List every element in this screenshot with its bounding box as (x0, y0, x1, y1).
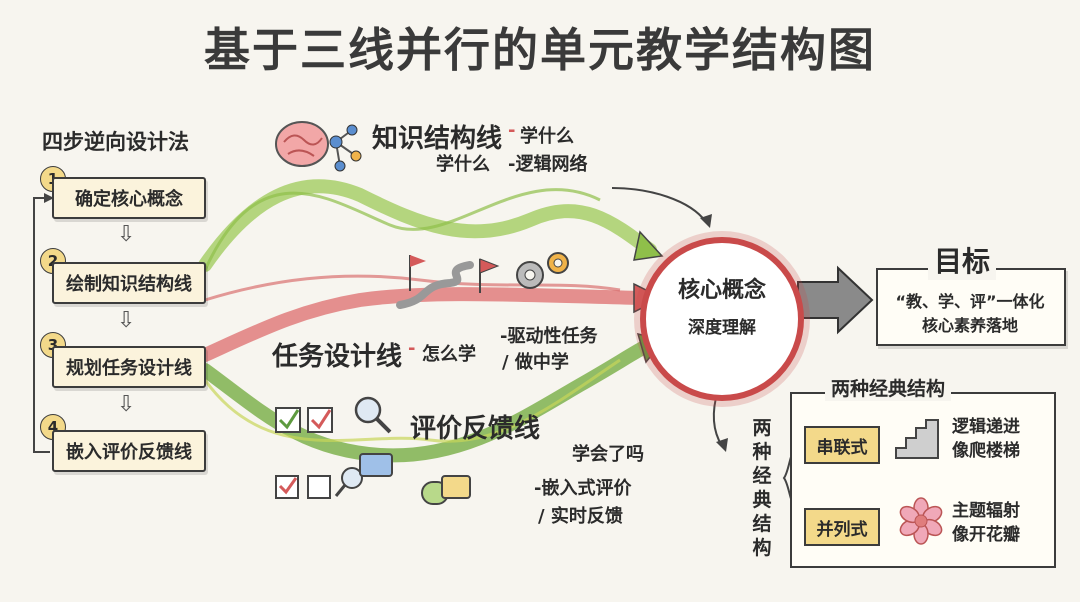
step-box-2: 绘制知识结构线 (52, 262, 206, 304)
task-line-desc3: / 做中学 (502, 352, 569, 373)
step-label-3: 规划任务设计线 (66, 358, 192, 379)
flower-icon (899, 497, 943, 545)
chat-bubbles-icon (275, 453, 471, 505)
goal-title: 目标 (928, 240, 997, 280)
task-line-title: 任务设计线 (272, 342, 403, 372)
step-box-4: 嵌入评价反馈线 (52, 430, 206, 472)
evaluation-line-desc3: / 实时反馈 (538, 506, 623, 527)
evaluation-line-thin (203, 358, 621, 443)
serial-tag-label: 串联式 (816, 437, 868, 458)
step-box-1: 确定核心概念 (52, 177, 206, 219)
core-concept-subtitle: 深度理解 (688, 318, 756, 338)
pointer-arrow-top (611, 187, 707, 223)
parallel-desc-2: 像开花瓣 (952, 525, 1020, 545)
step-label-4: 嵌入评价反馈线 (66, 442, 192, 463)
task-line-thin (204, 274, 621, 302)
parallel-desc-1: 主题辐射 (952, 501, 1020, 521)
step-down-arrow-1: ⇩ (117, 222, 136, 247)
page-title: 基于三线并行的单元教学结构图 (204, 23, 876, 77)
staircase-icon (895, 419, 939, 459)
evaluation-line-desc1: 学会了吗 (572, 444, 644, 465)
step-label-1: 确定核心概念 (75, 189, 183, 210)
pointer-arrowhead-down (716, 438, 728, 452)
step-label-2: 绘制知识结构线 (66, 274, 192, 295)
step-down-arrow-2: ⇩ (117, 308, 136, 333)
parallel-tag-label: 并列式 (816, 519, 868, 540)
knowledge-line-title: 知识结构线 (372, 124, 503, 154)
step-down-arrow-3: ⇩ (117, 392, 136, 417)
goal-box (876, 268, 1066, 346)
task-line-desc2: -驱动性任务 (500, 326, 598, 347)
task-line-main (198, 287, 647, 362)
knowledge-line-desc2b: -逻辑网络 (508, 154, 588, 175)
brain-molecule-icon (275, 121, 362, 172)
classic-structures-title: 两种经典结构 (825, 374, 952, 401)
checkbox-magnifier-icon (275, 396, 392, 434)
parallel-tag: 并列式 (804, 508, 880, 546)
goal-line-1: “教、学、评”一体化 (895, 292, 1045, 311)
serial-tag: 串联式 (804, 426, 880, 464)
left-panel-heading: 四步逆向设计法 (42, 130, 189, 154)
serial-desc-2: 像爬楼梯 (952, 441, 1020, 461)
pointer-arrowhead-top (700, 214, 712, 228)
classic-vertical-label: 两种经典结构 (752, 417, 772, 559)
knowledge-line-thin (203, 188, 601, 271)
knowledge-arrowhead (633, 230, 664, 261)
evaluation-line-desc2: -嵌入式评价 (534, 478, 632, 499)
evaluation-line-title: 评价反馈线 (410, 414, 541, 444)
knowledge-line-desc2a: 学什么 (436, 154, 490, 175)
left-loop-line (33, 197, 50, 453)
goal-line-2: 核心素养落地 (921, 316, 1018, 335)
goal-arrow (797, 265, 874, 335)
task-line-desc1: 怎么学 (422, 344, 476, 365)
knowledge-line-main (198, 179, 657, 272)
core-concept-circle (640, 237, 804, 401)
serial-desc-1: 逻辑递进 (952, 417, 1020, 437)
task-line-dash: - (408, 338, 416, 359)
core-concept-title: 核心概念 (677, 278, 766, 303)
knowledge-line-dash: - (508, 120, 516, 141)
flags-gears-icon (396, 252, 569, 309)
step-box-3: 规划任务设计线 (52, 346, 206, 388)
left-loop-arrowhead (44, 193, 54, 203)
knowledge-line-desc1: 学什么 (520, 126, 574, 147)
